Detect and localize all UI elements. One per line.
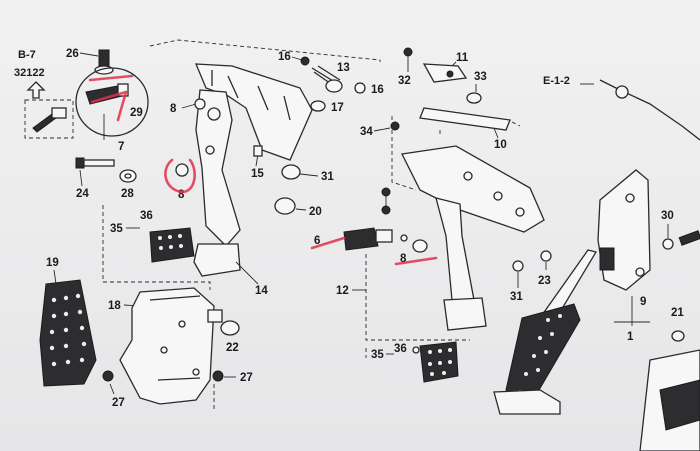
part-label-10: 10	[494, 139, 507, 151]
reference-block-b7: B-7 32122	[14, 49, 74, 139]
switch-6-and-clip-8: 6 8	[310, 187, 438, 266]
part-label-34: 34	[360, 126, 373, 138]
part-label-7: 7	[118, 141, 124, 153]
pedal-arm-center	[435, 197, 475, 311]
footrest-19: 19	[39, 257, 97, 387]
pedal-pad-rubber-left	[149, 227, 195, 263]
highlight-part-8-left: 8	[88, 74, 196, 201]
part-label-26: 26	[66, 48, 79, 60]
red-mark-switch	[88, 74, 134, 122]
pedal-pad-center	[443, 297, 487, 331]
inset-box	[24, 99, 74, 139]
part-label-32: 32	[398, 75, 411, 87]
part-label-23: 23	[538, 275, 551, 287]
frame-left	[102, 205, 211, 290]
part-label-27-left: 27	[112, 397, 125, 409]
parts-30-21: 30 21	[639, 210, 700, 451]
part-label-18: 18	[108, 300, 121, 312]
part-11-bracket	[422, 63, 468, 83]
detail-circle	[75, 67, 149, 137]
part-label-35-right: 35	[371, 349, 384, 361]
part-label-9: 9	[640, 296, 646, 308]
part-label-14: 14	[255, 285, 268, 297]
part-10-bracket	[419, 107, 511, 131]
part-label-11: 11	[456, 52, 469, 64]
part-label-8-center: 8	[400, 253, 407, 265]
bolt-24-collar-28: 24 28	[75, 157, 137, 200]
spring-group-13: 16 13 16 17	[278, 51, 384, 114]
cover-18: 18 22 27 27	[102, 287, 253, 410]
red-underline-6	[310, 236, 346, 250]
part-label-19: 19	[46, 257, 59, 269]
frame-top	[149, 39, 381, 62]
pedal-arm-left	[195, 89, 241, 247]
pedal-pad-set-left: 35 36	[110, 210, 195, 263]
footrest-plate	[39, 279, 97, 387]
up-arrow-icon	[26, 81, 46, 99]
part-label-35-left: 35	[110, 223, 123, 235]
part-label-8-top: 8	[170, 103, 177, 115]
stopper-31-20: 31 20	[274, 164, 334, 218]
part-26-bolt	[98, 49, 110, 69]
part-label-27-right: 27	[240, 372, 253, 384]
part-label-33: 33	[474, 71, 487, 83]
pedal-bracket-center	[401, 145, 545, 233]
pedal-pad-set-right: 35 36	[365, 341, 459, 383]
part-label-36-left: 36	[140, 210, 153, 222]
accelerator-pedal-assembly: 31 23 9 1	[493, 169, 651, 415]
part-label-1: 1	[627, 331, 634, 343]
part-label-16-b: 16	[371, 84, 384, 96]
part-label-28: 28	[121, 188, 134, 200]
switch-assembly-left: 26 29 7	[66, 48, 149, 153]
pedal-pad-left	[193, 243, 241, 277]
connector-plug	[51, 107, 67, 119]
part-label-36-right: 36	[394, 343, 407, 355]
part-label-20: 20	[309, 206, 322, 218]
part-label-15: 15	[251, 168, 264, 180]
part-label-8-circled: 8	[178, 189, 185, 201]
part-label-16-a: 16	[278, 51, 291, 63]
ref-e12: E-1-2	[543, 75, 570, 87]
cable-line	[599, 79, 700, 141]
part-label-6: 6	[314, 235, 320, 247]
ref-32122: 32122	[14, 67, 45, 79]
throttle-cable: E-1-2	[543, 75, 700, 141]
part-label-29: 29	[130, 107, 143, 119]
part-label-30: 30	[661, 210, 674, 222]
ref-b7: B-7	[18, 49, 36, 61]
part-label-12: 12	[336, 285, 349, 297]
part-label-22: 22	[226, 342, 239, 354]
part-label-31-right: 31	[510, 291, 523, 303]
cover-panel	[119, 287, 215, 405]
brake-pedal-assembly: 8 15 14	[170, 63, 313, 297]
part-label-31-left: 31	[321, 171, 334, 183]
part-label-17: 17	[331, 102, 344, 114]
bracket-group-10-11: 32 11 33 10 34	[360, 47, 521, 191]
part-6-switch	[343, 227, 379, 251]
part-label-13: 13	[337, 62, 350, 74]
part-label-21: 21	[671, 307, 684, 319]
red-circle-mark	[164, 158, 196, 194]
part-label-24: 24	[76, 188, 89, 200]
red-underline-8	[394, 256, 438, 266]
accelerator-base	[493, 389, 561, 415]
clutch-pedal-assembly: 12	[336, 145, 545, 341]
